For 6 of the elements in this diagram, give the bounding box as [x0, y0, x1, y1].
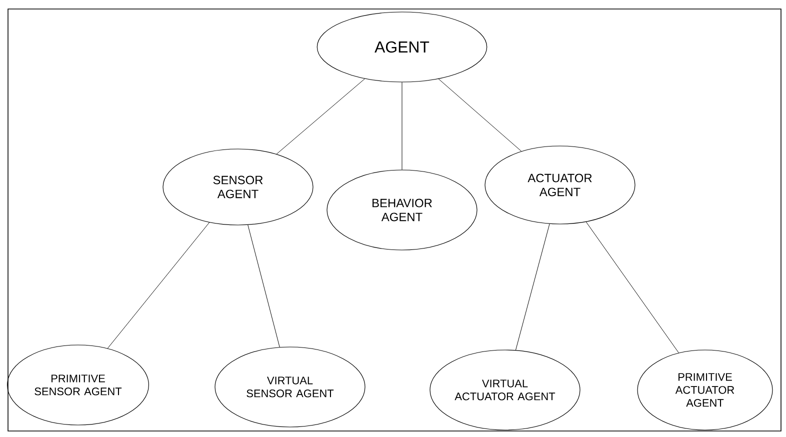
connector-line [248, 224, 280, 348]
connector-line [107, 222, 210, 349]
connector-line [586, 222, 679, 354]
connector-line [438, 78, 522, 152]
connector-line [276, 78, 366, 154]
connector-line [515, 224, 550, 350]
